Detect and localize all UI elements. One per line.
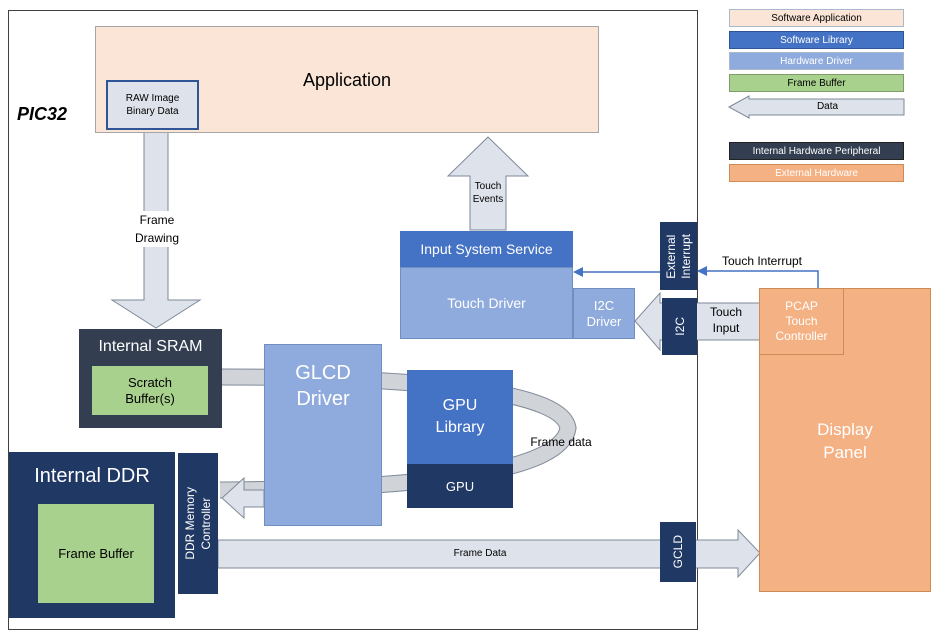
frame-drawing-line1: Frame: [139, 213, 175, 227]
pcap-touch-controller: PCAP Touch Controller: [759, 288, 844, 355]
glcd-line2: Driver: [296, 388, 350, 410]
frame-data-loop-label: Frame data: [530, 435, 592, 449]
i2c-peripheral-label: I2C: [672, 317, 687, 336]
legend-external-hardware: External Hardware: [729, 164, 904, 182]
scratch-buffers: Scratch Buffer(s): [92, 366, 208, 415]
scratch-line1: Scratch: [127, 374, 173, 390]
gpu-peripheral: GPU: [407, 464, 513, 508]
i2c-driver-line1: I2C: [593, 297, 615, 313]
gcld-peripheral: GCLD: [660, 522, 696, 582]
glcd-line1: GLCD: [295, 362, 351, 384]
gpu-lib-line1: GPU: [442, 397, 478, 414]
i2c-driver: I2C Driver: [573, 288, 635, 339]
gpu-lib-line2: Library: [435, 419, 485, 436]
legend-hardware-driver: Hardware Driver: [729, 52, 904, 70]
touch-interrupt-line: [573, 266, 819, 289]
application-title: Application: [302, 70, 392, 90]
scratch-line2: Buffer(s): [125, 390, 175, 406]
frame-data-bus-arrow: [217, 528, 761, 579]
display-panel-line1: Display: [817, 420, 873, 439]
external-interrupt-line1: External: [663, 233, 678, 279]
i2c-driver-line2: Driver: [586, 313, 622, 329]
external-interrupt-peripheral: External Interrupt: [660, 222, 697, 290]
touch-input-line2: Input: [712, 321, 740, 335]
raw-image-line1: RAW Image: [125, 93, 180, 104]
touch-events-label: Touch Events: [470, 180, 506, 206]
input-system-service: Input System Service: [400, 231, 573, 267]
frame-data-bus-label: Frame Data: [453, 548, 507, 559]
ddr-controller-line2: Controller: [199, 497, 213, 550]
frame-data-loop: [219, 368, 577, 499]
legend-software-library: Software Library: [729, 31, 904, 49]
touch-events-line2: Events: [472, 194, 504, 205]
gpu-library: GPU Library: [407, 370, 513, 464]
raw-image-box: RAW Image Binary Data: [106, 80, 199, 130]
display-panel-label: Display Panel: [759, 418, 931, 464]
touch-input-line1: Touch: [709, 305, 743, 319]
frame-drawing-line2: Drawing: [134, 231, 179, 245]
legend-data-arrow: [727, 95, 905, 119]
glcd-driver-label: GLCD Driver: [264, 360, 382, 412]
pcap-line3: Controller: [775, 329, 828, 343]
gcld-label: GCLD: [671, 535, 685, 569]
legend-software-application: Software Application: [729, 9, 904, 27]
external-interrupt-line2: Interrupt: [678, 233, 693, 279]
pcap-line1: PCAP: [785, 299, 818, 313]
touch-events-arrow: [446, 136, 530, 231]
internal-sram-title: Internal SRAM: [98, 338, 203, 355]
legend-frame-buffer: Frame Buffer: [729, 74, 904, 92]
touch-input-label: Touch Input: [700, 304, 752, 336]
frame-drawing-label: Frame Drawing: [118, 211, 196, 247]
ddr-controller-line1: DDR Memory: [183, 487, 197, 560]
touch-driver: Touch Driver: [400, 267, 573, 339]
ddr-memory-controller: DDR Memory Controller: [178, 453, 218, 594]
legend-internal-hw-peripheral: Internal Hardware Peripheral: [729, 142, 904, 160]
ddr-frame-buffer: Frame Buffer: [38, 504, 154, 603]
pic32-label: PIC32: [17, 104, 68, 124]
display-panel-line2: Panel: [823, 443, 867, 462]
glcd-driver: [264, 344, 382, 526]
internal-ddr-title: Internal DDR: [34, 465, 150, 487]
raw-image-line2: Binary Data: [126, 106, 179, 117]
legend-data-label: Data: [816, 101, 839, 112]
touch-interrupt-label: Touch Interrupt: [721, 254, 803, 268]
touch-events-line1: Touch: [474, 181, 502, 192]
i2c-peripheral: I2C: [662, 298, 697, 355]
pcap-line2: Touch: [785, 314, 818, 328]
